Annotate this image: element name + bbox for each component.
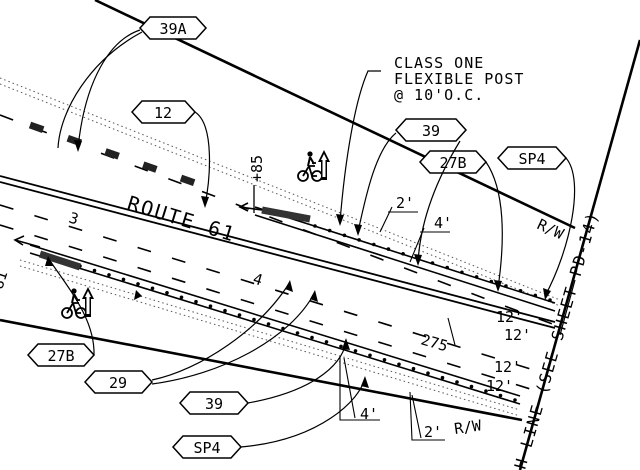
match-line: H LINE (SEE SHEET PD-14)	[511, 39, 640, 470]
lane-number-upper: 3	[67, 209, 81, 229]
bike-lane-entry-arrows	[13, 202, 263, 248]
flexible-post	[368, 353, 372, 358]
flexible-post	[504, 284, 508, 288]
flexible-post	[295, 331, 300, 335]
flexible-post	[474, 275, 479, 279]
flexible-post	[357, 238, 361, 242]
lane-number-fragment: 81	[0, 268, 11, 291]
flexible-post	[430, 261, 435, 265]
flexible-post	[455, 380, 459, 384]
flexible-post	[208, 304, 213, 309]
flexible-post-note: CLASS ONE FLEXIBLE POST @ 10'O.C.	[394, 54, 524, 104]
flexible-post	[533, 293, 538, 298]
flexible-post	[310, 335, 314, 340]
flexible-post	[411, 366, 416, 371]
flexible-post	[426, 371, 430, 376]
flexible-post	[252, 317, 256, 322]
dimension-top-4ft: 4'	[434, 214, 452, 232]
flexible-post	[121, 277, 126, 282]
callout-tag-39a: 39A	[138, 16, 208, 40]
callout-tag-29: 29	[83, 370, 154, 394]
callout-tag-sp4-top: SP4	[496, 146, 568, 170]
dimension-12ft-d: 12'	[486, 377, 513, 395]
route-label: ROUTE 61	[125, 191, 239, 247]
flexible-post	[266, 322, 271, 326]
flexible-post	[150, 286, 155, 291]
flexible-post	[353, 349, 358, 353]
lane-lines	[0, 114, 556, 393]
flexible-post	[165, 291, 169, 295]
flexible-post	[223, 308, 227, 313]
svg-text:29: 29	[109, 374, 127, 392]
dimension-12ft-a: 12'	[496, 308, 523, 326]
callout-tag-12: 12	[130, 100, 197, 124]
right-of-way-bottom: R/W	[453, 416, 483, 438]
bike-lane-entry-hatch	[38, 206, 311, 271]
svg-text:12: 12	[154, 104, 172, 122]
svg-text:27B: 27B	[439, 154, 466, 172]
flexible-post	[324, 340, 329, 344]
shoulder-hatching	[0, 77, 561, 417]
flexible-post	[548, 298, 552, 302]
callout-tag-sp4-bottom: SP4	[171, 435, 243, 459]
flexible-post	[327, 228, 332, 233]
dimension-12ft-b: 12'	[504, 326, 531, 344]
flexible-post	[397, 362, 401, 367]
svg-text:SP4: SP4	[518, 150, 545, 168]
callout-tag-27b-bottom: 27B	[26, 343, 96, 367]
flexible-post	[339, 344, 343, 349]
leader-lines	[47, 29, 576, 448]
right-of-way-top: R/W	[534, 215, 567, 243]
flexible-post	[136, 282, 140, 286]
svg-text:CLASS ONE: CLASS ONE	[394, 54, 484, 72]
svg-text:SP4: SP4	[193, 439, 220, 457]
flexible-post	[237, 313, 242, 317]
flexible-post	[401, 252, 405, 256]
dimension-bottom-2ft: 2'	[424, 423, 442, 441]
flexible-post	[469, 384, 474, 389]
existing-pavement-marking	[28, 121, 217, 194]
flexible-post	[484, 389, 488, 393]
svg-text:@ 10'O.C.: @ 10'O.C.	[394, 86, 484, 104]
svg-text:39: 39	[205, 395, 223, 413]
flexible-post	[498, 393, 503, 398]
callout-tag-39-top: 39	[394, 118, 468, 142]
flexible-post	[92, 268, 97, 273]
flexible-post	[107, 273, 111, 277]
flexible-post	[382, 358, 387, 362]
flexible-post	[518, 289, 523, 293]
bicycle-icon	[297, 149, 331, 182]
svg-text:FLEXIBLE POST: FLEXIBLE POST	[394, 70, 524, 88]
leader-arrowheads	[45, 140, 551, 388]
bike-lane-buffer-upper	[254, 206, 556, 312]
dimension-top-2ft: 2'	[396, 194, 414, 212]
dimension-bottom-4ft: 4'	[360, 405, 378, 423]
flexible-post	[194, 299, 198, 304]
flexible-post	[386, 247, 391, 251]
lane-number-lower: 4	[251, 270, 265, 290]
svg-text:39: 39	[422, 122, 440, 140]
callout-tag-39-bottom: 39	[178, 391, 250, 415]
dimension-275: 275	[419, 331, 450, 356]
dimension-12ft-c: 12'	[494, 358, 521, 376]
route-centerline	[0, 175, 556, 329]
flexible-post	[513, 398, 517, 402]
flexible-post	[342, 233, 347, 238]
flexible-post	[440, 375, 445, 380]
bike-lane-buffer-lower	[29, 244, 521, 405]
callout-tag-27b-top: 27B	[418, 150, 488, 174]
station-label: +85	[248, 155, 266, 182]
flexible-post	[460, 270, 464, 275]
svg-text:39A: 39A	[159, 20, 186, 38]
flexible-post	[313, 224, 317, 228]
flexible-post	[179, 295, 184, 300]
svg-text:27B: 27B	[47, 347, 74, 365]
dimension-lines	[339, 206, 456, 441]
flexible-post	[372, 242, 376, 247]
flexible-post	[445, 265, 450, 270]
flexible-post	[489, 279, 494, 284]
